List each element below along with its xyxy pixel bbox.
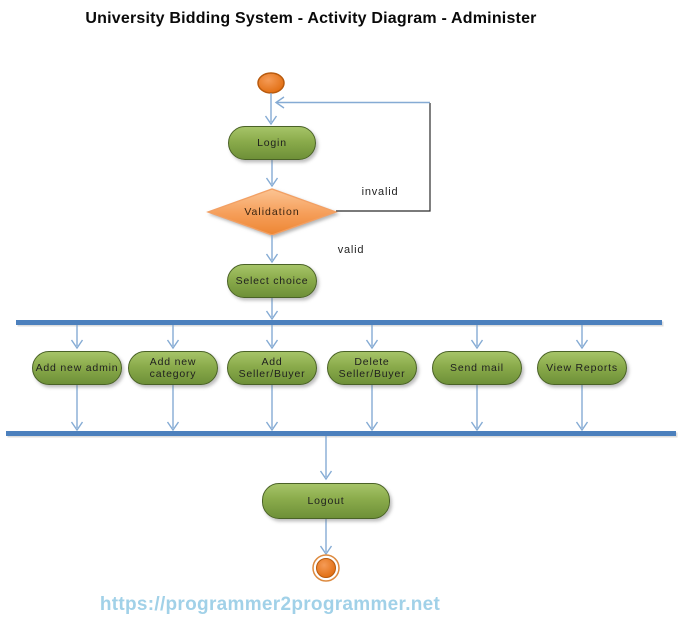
edge-invalid-loop (336, 103, 431, 212)
node-logout-label: Logout (307, 494, 345, 507)
node-add-new-category: Add new category (128, 351, 218, 385)
arrowhead-branch-join-2 (166, 421, 180, 432)
arrowhead-join-logout (319, 470, 333, 481)
node-label: Seller/Buyer (338, 368, 406, 380)
node-label: Add new (149, 355, 197, 368)
validation-decision-diamond (206, 188, 338, 236)
node-label: Add (261, 355, 283, 368)
node-add-new-admin: Add new admin (32, 351, 122, 385)
node-label: Send mail (450, 361, 504, 374)
arrowhead-branch-join-5 (470, 421, 484, 432)
arrowhead-fork-branch-6 (575, 339, 589, 350)
node-login-label: Login (257, 136, 287, 149)
node-select-choice: Select choice (227, 264, 317, 298)
arrowhead-login-validation (265, 177, 279, 188)
node-select-choice-label: Select choice (235, 274, 309, 287)
join-bar (6, 431, 676, 436)
arrowhead-fork-branch-5 (470, 339, 484, 350)
node-label: category (149, 368, 197, 380)
arrowhead-branch-join-1 (70, 421, 84, 432)
node-logout: Logout (262, 483, 390, 519)
node-label: View Reports (546, 361, 618, 374)
fork-bar (16, 320, 662, 325)
node-validation-label: Validation (244, 206, 300, 218)
node-delete-seller-buyer: Delete Seller/Buyer (327, 351, 417, 385)
arrowhead-fork-branch-3 (265, 339, 279, 350)
arrowhead-logout-end (319, 545, 333, 556)
arrowhead-branch-join-3 (265, 421, 279, 432)
node-label: Seller/Buyer (238, 368, 306, 380)
arrowhead-branch-join-4 (365, 421, 379, 432)
node-login: Login (228, 126, 316, 160)
node-view-reports: View Reports (537, 351, 627, 385)
edge-label-valid: valid (337, 244, 365, 256)
arrowhead-start-login (264, 115, 278, 126)
arrowhead-validation-select (265, 253, 279, 264)
arrowhead-fork-branch-2 (166, 339, 180, 350)
end-node (316, 558, 336, 578)
arrowhead-fork-branch-4 (365, 339, 379, 350)
node-label: Add new admin (35, 361, 119, 374)
start-node (257, 72, 285, 94)
arrowhead-select-fork (265, 310, 279, 321)
footer-site-link[interactable]: https://programmer2programmer.net (99, 594, 441, 615)
node-add-seller-buyer: Add Seller/Buyer (227, 351, 317, 385)
node-send-mail: Send mail (432, 351, 522, 385)
page-title: University Bidding System - Activity Dia… (85, 10, 537, 27)
arrowhead-fork-branch-1 (70, 339, 84, 350)
node-label: Delete (354, 355, 390, 368)
edge-label-invalid: invalid (361, 186, 399, 198)
arrowhead-invalid-return (274, 96, 285, 109)
arrowhead-branch-join-6 (575, 421, 589, 432)
